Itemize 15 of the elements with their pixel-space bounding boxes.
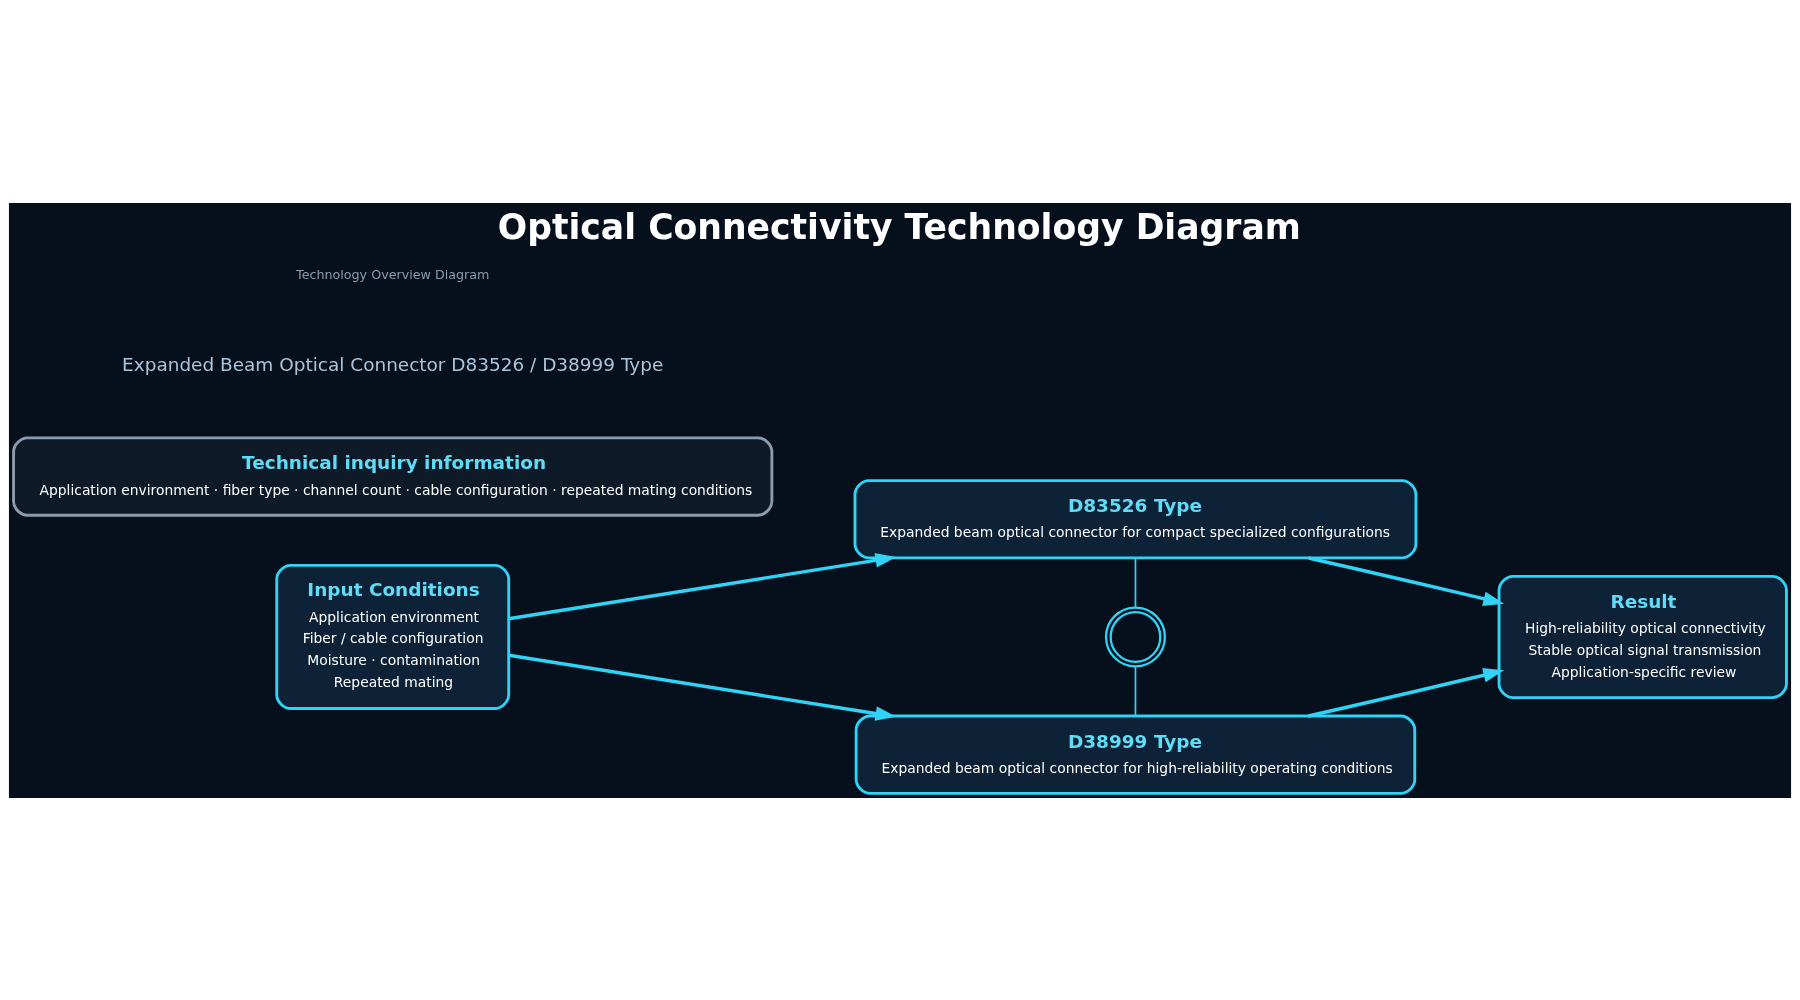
arrow	[1308, 555, 1505, 606]
arrow	[1308, 667, 1505, 718]
node-box: Result High-reliability optical connectivity Stable optical signal transmission Application-specific review	[1497, 574, 1788, 699]
arrow	[508, 653, 897, 721]
node-box: Input Conditions Application environment Fiber / cable configuration Moisture · contamination Repeated mating	[275, 563, 511, 710]
node-box: D38999 Type Expanded beam optical connector for high-reliability operating conditions	[854, 714, 1417, 795]
node-box: Technical inquiry information Application environment · fiber type · channel count · cable configuration · repeated mating conditions	[12, 435, 774, 517]
node-box: D83526 Type Expanded beam optical connector for compact specialized configurations	[853, 478, 1418, 559]
label: Technology Overview Diagram	[296, 266, 490, 282]
node-circle	[1104, 605, 1167, 668]
label: Expanded Beam Optical Connector D83526 / D38999 Type	[122, 353, 664, 375]
connector	[1134, 556, 1137, 608]
diagram-title: Optical Connectivity Technology Diagram	[497, 206, 1301, 247]
arrow	[508, 552, 897, 620]
connector	[1134, 665, 1137, 716]
